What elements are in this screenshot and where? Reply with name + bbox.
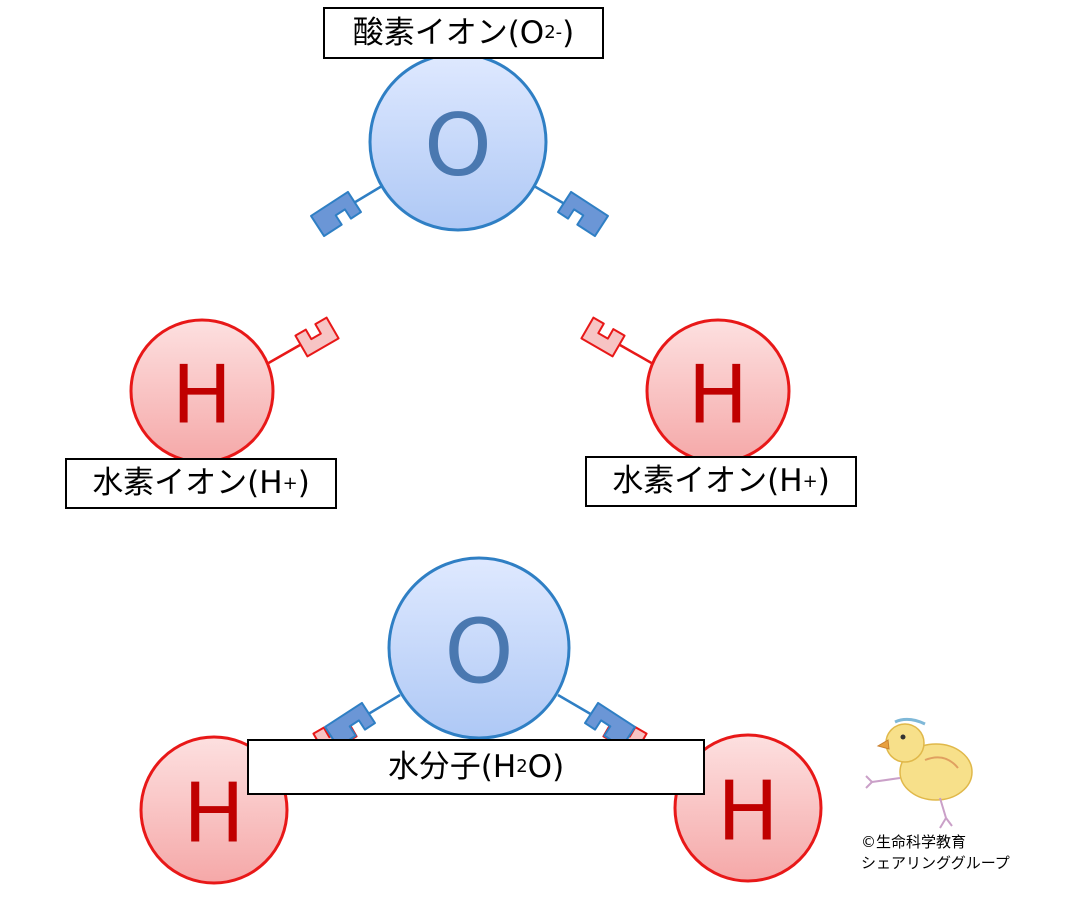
hydrogen-symbol-left: H <box>172 349 232 442</box>
oxide-ion-label-close: ) <box>562 14 575 51</box>
water-hydrogen-symbol-right: H <box>717 765 779 860</box>
hydrogen-ion-left-label-close: ) <box>297 465 310 501</box>
water-molecule-label-text: 水分子(H <box>387 748 517 785</box>
hydrogen-ion-right-group: H <box>580 316 791 464</box>
hydrogen-ion-right-label-close: ) <box>817 463 830 499</box>
water-molecule-group: O H H <box>139 556 823 885</box>
hydrogen-ion-left-label-text: 水素イオン(H <box>92 465 283 501</box>
water-oxygen-symbol: O <box>444 601 513 704</box>
hydrogen-symbol-right: H <box>688 349 748 442</box>
oxide-ion-group: O <box>310 52 609 238</box>
water-molecule-label-close: O) <box>527 748 565 785</box>
oxygen-bond-site-left <box>310 190 362 238</box>
water-o-arm-right <box>557 693 595 718</box>
copyright-credit: ©生命科学教育 シェアリンググループ <box>861 832 1010 874</box>
oxygen-bond-site-right <box>557 190 609 238</box>
hydrogen-ion-right-label-text: 水素イオン(H <box>612 463 803 499</box>
water-hydrogen-atom-right <box>673 733 823 883</box>
hydrogen-bond-site-right <box>580 316 626 358</box>
water-hydrogen-symbol-left: H <box>183 767 245 862</box>
credit-line-1: ©生命科学教育 <box>861 833 967 851</box>
oxygen-symbol: O <box>424 96 492 196</box>
oxide-ion-label-text: 酸素イオン(O <box>352 14 545 51</box>
hydrogen-ion-left-group: H <box>129 316 340 464</box>
hydrogen-bond-arm-left <box>264 343 301 367</box>
hydrogen-ion-left-label: 水素イオン(H+) <box>65 458 337 509</box>
chick-mascot-illustration <box>865 717 973 829</box>
hydrogen-ion-right-label: 水素イオン(H+) <box>585 456 857 507</box>
credit-line-2: シェアリンググループ <box>861 854 1010 872</box>
hydrogen-bond-site-left <box>294 316 340 358</box>
water-o-arm-left <box>364 693 401 718</box>
water-oxygen-atom <box>387 556 571 740</box>
hydrogen-bond-arm-right <box>619 343 656 367</box>
